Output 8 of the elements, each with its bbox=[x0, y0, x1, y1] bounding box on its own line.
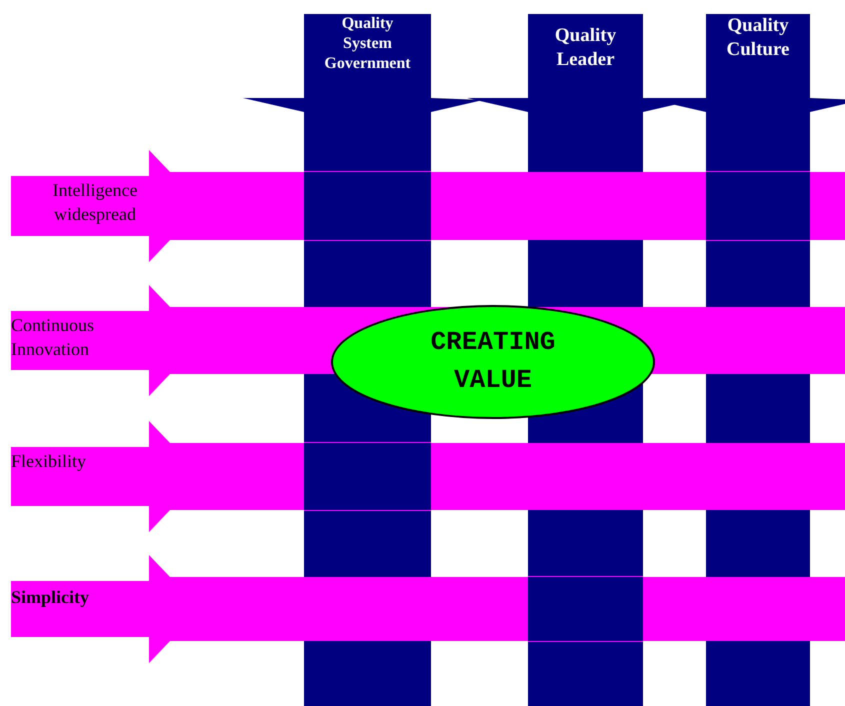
row-label: Flexibility bbox=[11, 450, 88, 473]
column-label: Quality System Government bbox=[323, 14, 412, 74]
row-label: Intelligence widespread bbox=[52, 179, 138, 226]
center-label: CREATING VALUE bbox=[430, 326, 556, 397]
column-label: Quality Leader bbox=[554, 24, 618, 72]
row-label: Simplicity bbox=[11, 586, 90, 609]
row-label: Continuous Innovation bbox=[11, 314, 96, 362]
column-label: Quality Culture bbox=[726, 14, 790, 62]
